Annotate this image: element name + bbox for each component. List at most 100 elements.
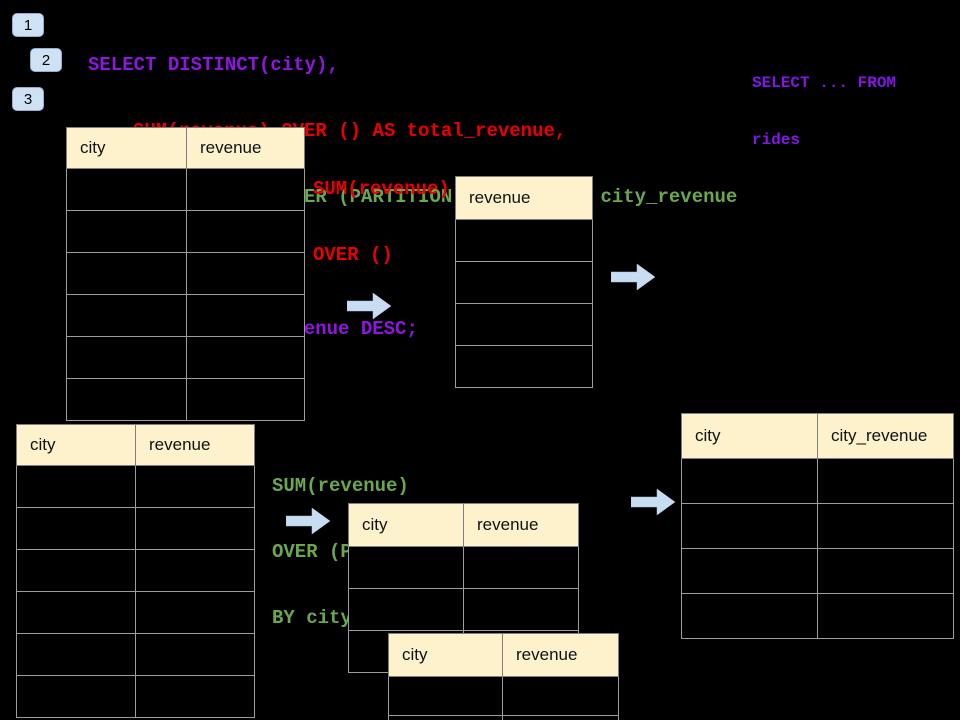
table-header-cell: city [16,424,136,466]
table-row [16,507,255,550]
table-cell [455,345,593,388]
table-result: city city_revenue [681,413,954,639]
table-cell [681,503,818,549]
table-header-cell: revenue [502,633,619,677]
table-row [66,378,305,421]
table-cell [348,546,464,589]
table-cell [388,676,503,716]
table-cell [681,458,818,504]
table-cell [16,507,136,550]
table-row [348,588,579,631]
table-cell [817,548,954,594]
table-header-row: city revenue [16,424,255,466]
table-header-row: revenue [455,176,593,220]
table-cell [348,588,464,631]
table-header-row: city revenue [348,503,579,547]
table-cell [455,303,593,346]
partition-label-line1: SUM(revenue) [272,475,409,497]
table-row [16,465,255,508]
table-cell [502,715,619,720]
table-header-cell: revenue [135,424,255,466]
table-source-top: city revenue [66,127,305,421]
table-cell [16,633,136,676]
table-cell [66,378,187,421]
table-cell [66,210,187,253]
table-cell [135,591,255,634]
table-cell [186,294,305,337]
table-header-cell: revenue [186,127,305,169]
table-row [66,210,305,253]
table-cell [186,336,305,379]
table-cell [455,261,593,304]
table-cell [455,219,593,262]
table-header-cell: revenue [455,176,593,220]
table-row [66,336,305,379]
table-cell [681,548,818,594]
table-row [455,345,593,388]
table-header-row: city revenue [66,127,305,169]
table-cell [66,294,187,337]
table-partition-front: city revenue [388,633,619,720]
table-cell [16,591,136,634]
table-cell [817,503,954,549]
table-cell [817,458,954,504]
step-badge-3: 3 [12,87,44,111]
table-row [388,676,619,716]
table-header-cell: city_revenue [817,413,954,459]
table-row [16,675,255,718]
table-header-cell: city [66,127,187,169]
table-cell [16,675,136,718]
table-row [455,261,593,304]
code-line-select: SELECT DISTINCT(city), [88,54,339,76]
table-row [681,593,954,639]
table-row [455,303,593,346]
table-cell [502,676,619,716]
table-cell [135,507,255,550]
table-row [455,219,593,262]
table-cell [817,593,954,639]
step-badge-1: 1 [12,13,44,37]
table-header-cell: city [681,413,818,459]
table-row [681,458,954,504]
step-badge-2: 2 [30,48,62,72]
table-row [66,168,305,211]
table-row [66,294,305,337]
table-row [681,503,954,549]
total-revenue-label: SUM(revenue) OVER () [313,134,450,310]
table-cell [135,675,255,718]
table-cell [16,465,136,508]
table-row [388,715,619,720]
total-revenue-label-line1: SUM(revenue) [313,178,450,200]
side-snippet-line1: SELECT ... FROM [752,74,897,92]
table-total-revenue: revenue [455,176,593,388]
right-arrow-icon [347,292,392,320]
right-arrow-icon [286,507,331,535]
table-row [348,546,579,589]
table-row [681,548,954,594]
table-cell [681,593,818,639]
table-header-row: city city_revenue [681,413,954,459]
side-snippet: SELECT ... FROM rides [752,36,896,188]
table-cell [66,336,187,379]
table-row [16,549,255,592]
table-cell [135,465,255,508]
table-row [66,252,305,295]
right-arrow-icon [631,488,676,516]
table-row [16,633,255,676]
side-snippet-line2: rides [752,131,801,149]
table-source-bottom: city revenue [16,424,255,718]
table-cell [463,546,579,589]
table-cell [186,210,305,253]
table-header-row: city revenue [388,633,619,677]
table-cell [135,633,255,676]
table-cell [463,588,579,631]
table-cell [66,168,187,211]
table-header-cell: city [388,633,503,677]
table-cell [186,168,305,211]
table-cell [135,549,255,592]
right-arrow-icon [611,263,656,291]
table-row [16,591,255,634]
table-cell [186,252,305,295]
table-header-cell: revenue [463,503,579,547]
